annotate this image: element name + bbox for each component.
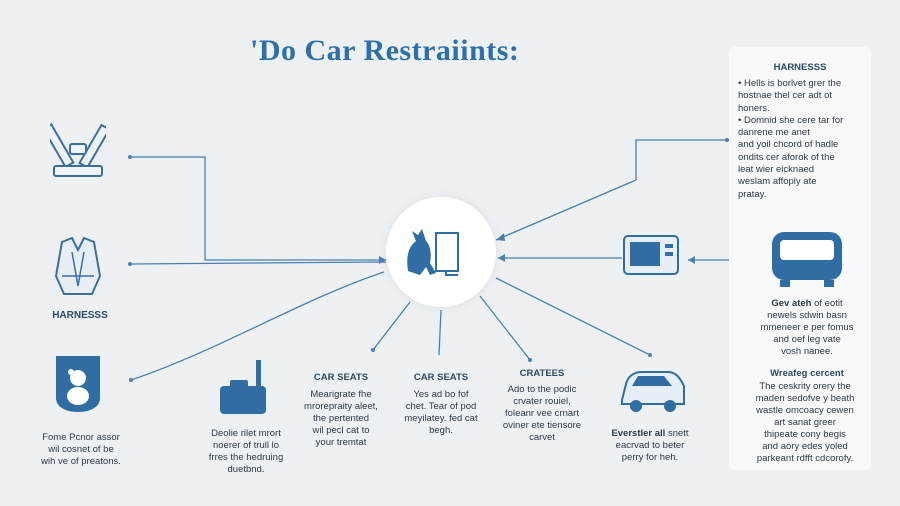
crates-title: CRATEES: [519, 368, 565, 379]
crates-text: Ado to the podic crvater rouiel, foleanr…: [502, 384, 582, 443]
monitor-icon: [623, 235, 679, 275]
center-dog-circle: [386, 197, 496, 307]
connector-crate: [479, 295, 531, 361]
connector-carseat2: [438, 309, 442, 356]
harness-label: HARNESSS: [52, 310, 108, 321]
car-title-rest: snett: [665, 428, 689, 439]
right-middle-title-line: Gev ateh of eotit: [744, 298, 870, 310]
connector-seat: [130, 271, 385, 381]
car-icon: [621, 371, 685, 412]
dog-crate-icon: [407, 229, 459, 276]
left-bottom-text: Fome Pcnor assor wil cosnet of be wih ve…: [41, 432, 121, 467]
booster-text: Deolie rilet mrort noerer of trull lo fr…: [208, 428, 284, 475]
harness-icon: [50, 123, 106, 177]
pet-seat-icon: [56, 356, 100, 412]
bus-icon: [772, 232, 842, 287]
right-bottom-title: Wreafeg cercent: [770, 368, 844, 379]
car-seats-title-1: CAR SEATS: [313, 372, 369, 383]
connector-booster: [372, 301, 411, 351]
car-seats-text-1: Mearigrate fhe mrorepraity aleet, the pe…: [304, 389, 378, 448]
car-seats-title-2: CAR SEATS: [413, 372, 469, 383]
page-title: 'Do Car Restraiints:: [250, 34, 520, 67]
car-title-line: Everstler all snett: [590, 428, 710, 440]
panel-title: HARNESSS: [773, 62, 827, 73]
connector-vest: [129, 261, 387, 265]
right-middle-text: newels sdwin basn mmeneer e per fomus an…: [760, 310, 854, 357]
panel-text: • Hells is borlvet grer the hostnae thel…: [738, 78, 844, 200]
right-middle-title: Gev ateh: [771, 298, 812, 309]
vest-icon: [54, 236, 102, 295]
car-text: eacrvad to beter perry for heh.: [615, 440, 685, 463]
connector-panel: [495, 139, 727, 241]
car-title: Everstler all: [611, 428, 666, 439]
right-middle-title-rest: of eotit: [811, 298, 843, 309]
connector-car: [495, 277, 651, 356]
connector-harness: [130, 156, 386, 261]
right-bottom-text: The ceskrity orery the maden sedofve y b…: [755, 381, 855, 464]
car-seats-text-2: Yes ad bo fof chet. Tear of pod meyilate…: [404, 389, 478, 436]
booster-seat-icon: [220, 360, 266, 414]
